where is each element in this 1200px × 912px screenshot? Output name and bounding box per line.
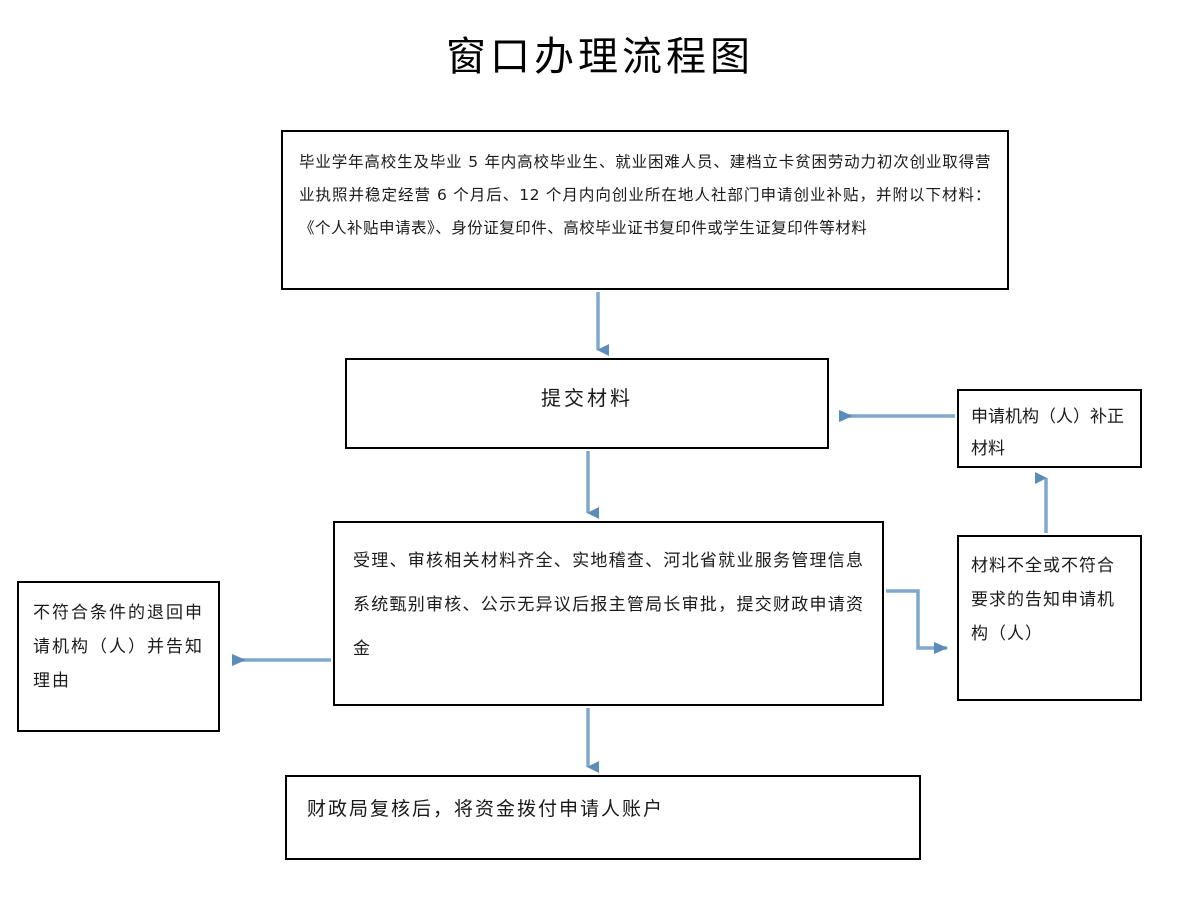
- arrow-review-to-incomplete: [886, 589, 948, 654]
- node-return-to-applicant: 不符合条件的退回申请机构（人）并告知理由: [17, 581, 220, 732]
- node-eligibility-description-text: 毕业学年高校生及毕业 5 年内高校毕业生、就业困难人员、建档立卡贫困劳动力初次创…: [299, 153, 991, 237]
- node-applicant-amend-materials: 申请机构（人）补正材料: [957, 389, 1142, 468]
- node-applicant-amend-materials-text: 申请机构（人）补正材料: [971, 407, 1124, 459]
- node-return-to-applicant-text: 不符合条件的退回申请机构（人）并告知理由: [33, 603, 204, 691]
- node-submit-materials-text: 提交材料: [541, 386, 633, 410]
- node-eligibility-description: 毕业学年高校生及毕业 5 年内高校毕业生、就业困难人员、建档立卡贫困劳动力初次创…: [281, 130, 1009, 290]
- node-finance-bureau-payout-text: 财政局复核后，将资金拨付申请人账户: [307, 798, 665, 820]
- node-acceptance-and-review-text: 受理、审核相关材料齐全、实地稽查、河北省就业服务管理信息系统甄别审核、公示无异议…: [353, 551, 864, 659]
- page-title: 窗口办理流程图: [446, 34, 754, 80]
- node-acceptance-and-review: 受理、审核相关材料齐全、实地稽查、河北省就业服务管理信息系统甄别审核、公示无异议…: [333, 521, 884, 706]
- node-incomplete-materials-notice: 材料不全或不符合要求的告知申请机构（人）: [957, 535, 1142, 701]
- node-finance-bureau-payout: 财政局复核后，将资金拨付申请人账户: [285, 775, 921, 860]
- node-submit-materials: 提交材料: [345, 358, 829, 449]
- node-incomplete-materials-notice-text: 材料不全或不符合要求的告知申请机构（人）: [971, 556, 1115, 644]
